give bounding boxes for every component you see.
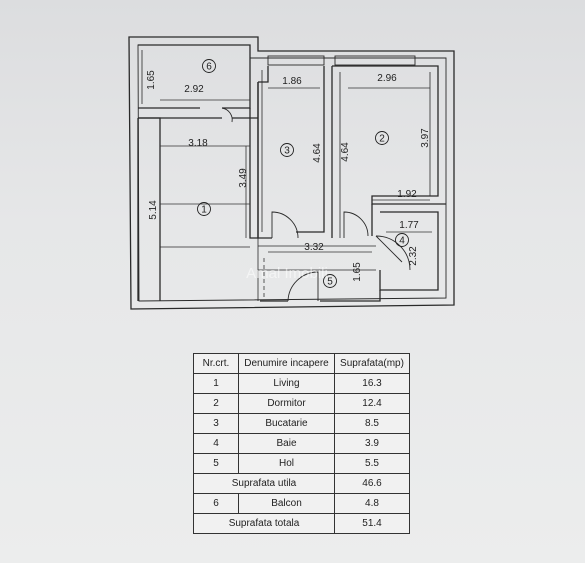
kitchen-right-wall [296,66,333,238]
total-value: 51.4 [334,513,410,534]
room-marker-6: 6 [202,59,216,73]
balcon-area: 4.8 [334,493,410,514]
balcony-wall [138,44,251,109]
room-number-2: 2 [379,134,385,145]
balcon-row: 6 Balcon 4.8 [193,493,410,514]
room-marker-5: 5 [323,274,337,288]
watermark: Amal Imobili [246,265,328,282]
dim-6-height: 1.65 [146,70,157,90]
dim-2-left-height: 4.64 [340,142,351,162]
dim-1-inner-height: 3.49 [238,168,249,188]
table-row: 5 Hol 5.5 [193,453,410,474]
dim-5-width: 3.32 [304,242,324,253]
table-row: 3 Bucatarie 8.5 [193,413,410,434]
room-number-6: 6 [206,62,212,73]
row-name: Dormitor [238,393,335,414]
dim-1-height: 5.14 [148,200,159,220]
kitchen-walls [257,66,272,239]
bedroom-inner [339,72,431,238]
header-name: Denumire incapere [238,353,335,374]
dim-2-height: 3.97 [420,128,431,148]
util-label: Suprafata utila [193,473,335,494]
dim-5-height: 1.65 [352,262,363,282]
row-nr: 5 [193,453,239,474]
dim-2-width: 2.96 [377,73,397,84]
balcon-name: Balcon [238,493,335,514]
room-marker-4: 4 [395,233,409,247]
outer-wall [128,36,455,310]
row-nr: 1 [193,373,239,394]
header-nr: Nr.crt. [193,353,239,374]
dim-6-width: 2.92 [184,84,204,95]
room-marker-3: 3 [280,143,294,157]
total-row: Suprafata totala 51.4 [193,513,410,534]
door-arc-entrance [287,271,319,302]
row-name: Living [238,373,335,394]
util-row: Suprafata utila 46.6 [193,473,410,494]
room-number-4: 4 [399,236,405,247]
row-area: 8.5 [334,413,410,434]
door-arc-balcony [221,107,233,123]
row-nr: 3 [193,413,239,434]
table-header-row: Nr.crt. Denumire incapere Suprafata(mp) [193,353,410,374]
bedroom-walls [332,65,446,205]
row-area: 12.4 [334,393,410,414]
table-row: 2 Dormitor 12.4 [193,393,410,414]
row-nr: 4 [193,433,239,454]
hall-walls [257,238,376,301]
room-number-5: 5 [327,277,333,288]
door-arc-kitchen [271,211,299,239]
dim-3-width: 1.86 [282,76,302,87]
living-right-wall [249,82,259,239]
row-area: 16.3 [334,373,410,394]
header-area: Suprafata(mp) [334,353,410,374]
dim-4-height: 2.32 [408,246,419,266]
row-name: Baie [238,433,335,454]
balcon-nr: 6 [193,493,239,514]
floor-plan: 1.65 2.92 1.86 2.96 3.18 4.64 4.64 3.97 … [128,36,455,310]
table-row: 1 Living 16.3 [193,373,410,394]
area-table: Nr.crt. Denumire incapere Suprafata(mp) … [193,353,410,534]
row-area: 3.9 [334,433,410,454]
room-marker-1: 1 [197,202,211,216]
room-number-1: 1 [201,205,207,216]
door-arc-bath [375,235,411,271]
dim-1-width: 3.18 [188,138,208,149]
room-number-3: 3 [284,146,290,157]
dim-2-bottom: 1.92 [397,189,417,200]
total-label: Suprafata totala [193,513,335,534]
bath-walls [371,204,439,291]
table-row: 4 Baie 3.9 [193,433,410,454]
bedroom-window [334,55,416,66]
row-area: 5.5 [334,453,410,474]
row-nr: 2 [193,393,239,414]
dim-3-height: 4.64 [312,143,323,163]
row-name: Hol [238,453,335,474]
door-arc-bedroom [343,211,369,238]
dim-4-width: 1.77 [399,220,419,231]
row-name: Bucatarie [238,413,335,434]
hall-lower [260,290,381,302]
util-value: 46.6 [334,473,410,494]
kitchen-window [267,55,325,66]
room-marker-2: 2 [375,131,389,145]
